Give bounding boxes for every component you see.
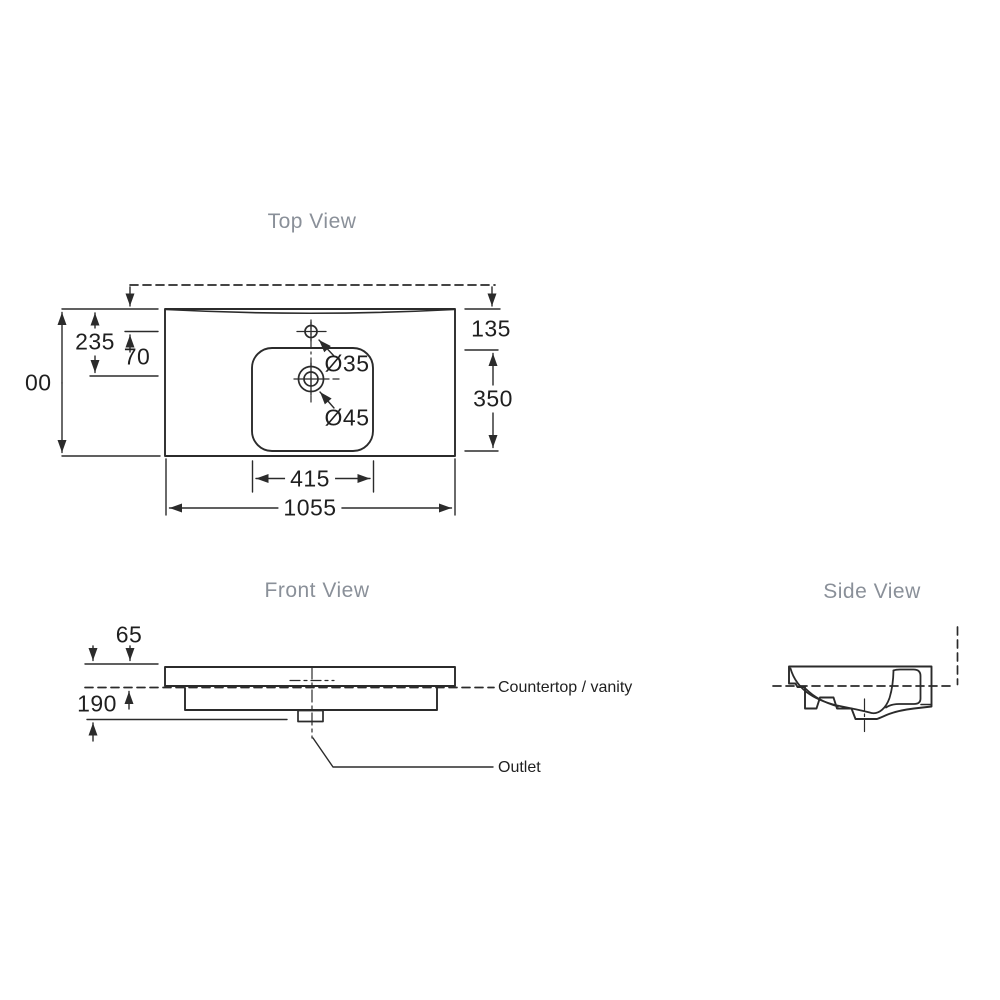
- drain-leader: [319, 391, 335, 409]
- front-body-outline: [184, 687, 438, 711]
- basin-front-lip-curve: [165, 308, 455, 315]
- dim-edge-to-drain: 235: [70, 328, 120, 356]
- dim-overall-width: 1055: [278, 494, 342, 522]
- front-view-title: Front View: [264, 579, 370, 602]
- countertop-label: Countertop / vanity: [498, 679, 633, 696]
- dim-drain-diameter: Ø45: [324, 404, 370, 431]
- dim-edge-to-bowl: 135: [471, 315, 511, 342]
- outlet-label: Outlet: [498, 759, 541, 776]
- front-outlet-boss: [297, 709, 324, 723]
- dim-below-counter: 190: [77, 690, 117, 717]
- front-rim-outline: [164, 666, 456, 687]
- dim-edge-to-faucet: 70: [123, 343, 151, 370]
- dim-bowl-depth: 350: [468, 385, 518, 413]
- bowl-outline: [251, 347, 374, 452]
- side-back-channel: [885, 668, 922, 709]
- dim-faucet-diameter: Ø35: [324, 350, 370, 377]
- side-view-linework: [772, 626, 959, 733]
- side-outer-profile: [788, 665, 933, 720]
- dim-depth-clipped: 00: [25, 369, 52, 396]
- basin-outline: [164, 308, 456, 457]
- side-underside-curve: [805, 688, 839, 708]
- top-view-title: Top View: [267, 210, 357, 233]
- dim-above-counter: 65: [115, 621, 143, 648]
- dim-bowl-width: 415: [285, 465, 335, 493]
- side-view-title: Side View: [823, 580, 921, 603]
- faucet-leader: [318, 339, 335, 357]
- front-view-linework: [84, 645, 495, 768]
- top-view-linework: [57, 284, 501, 516]
- outlet-leader: [312, 737, 494, 768]
